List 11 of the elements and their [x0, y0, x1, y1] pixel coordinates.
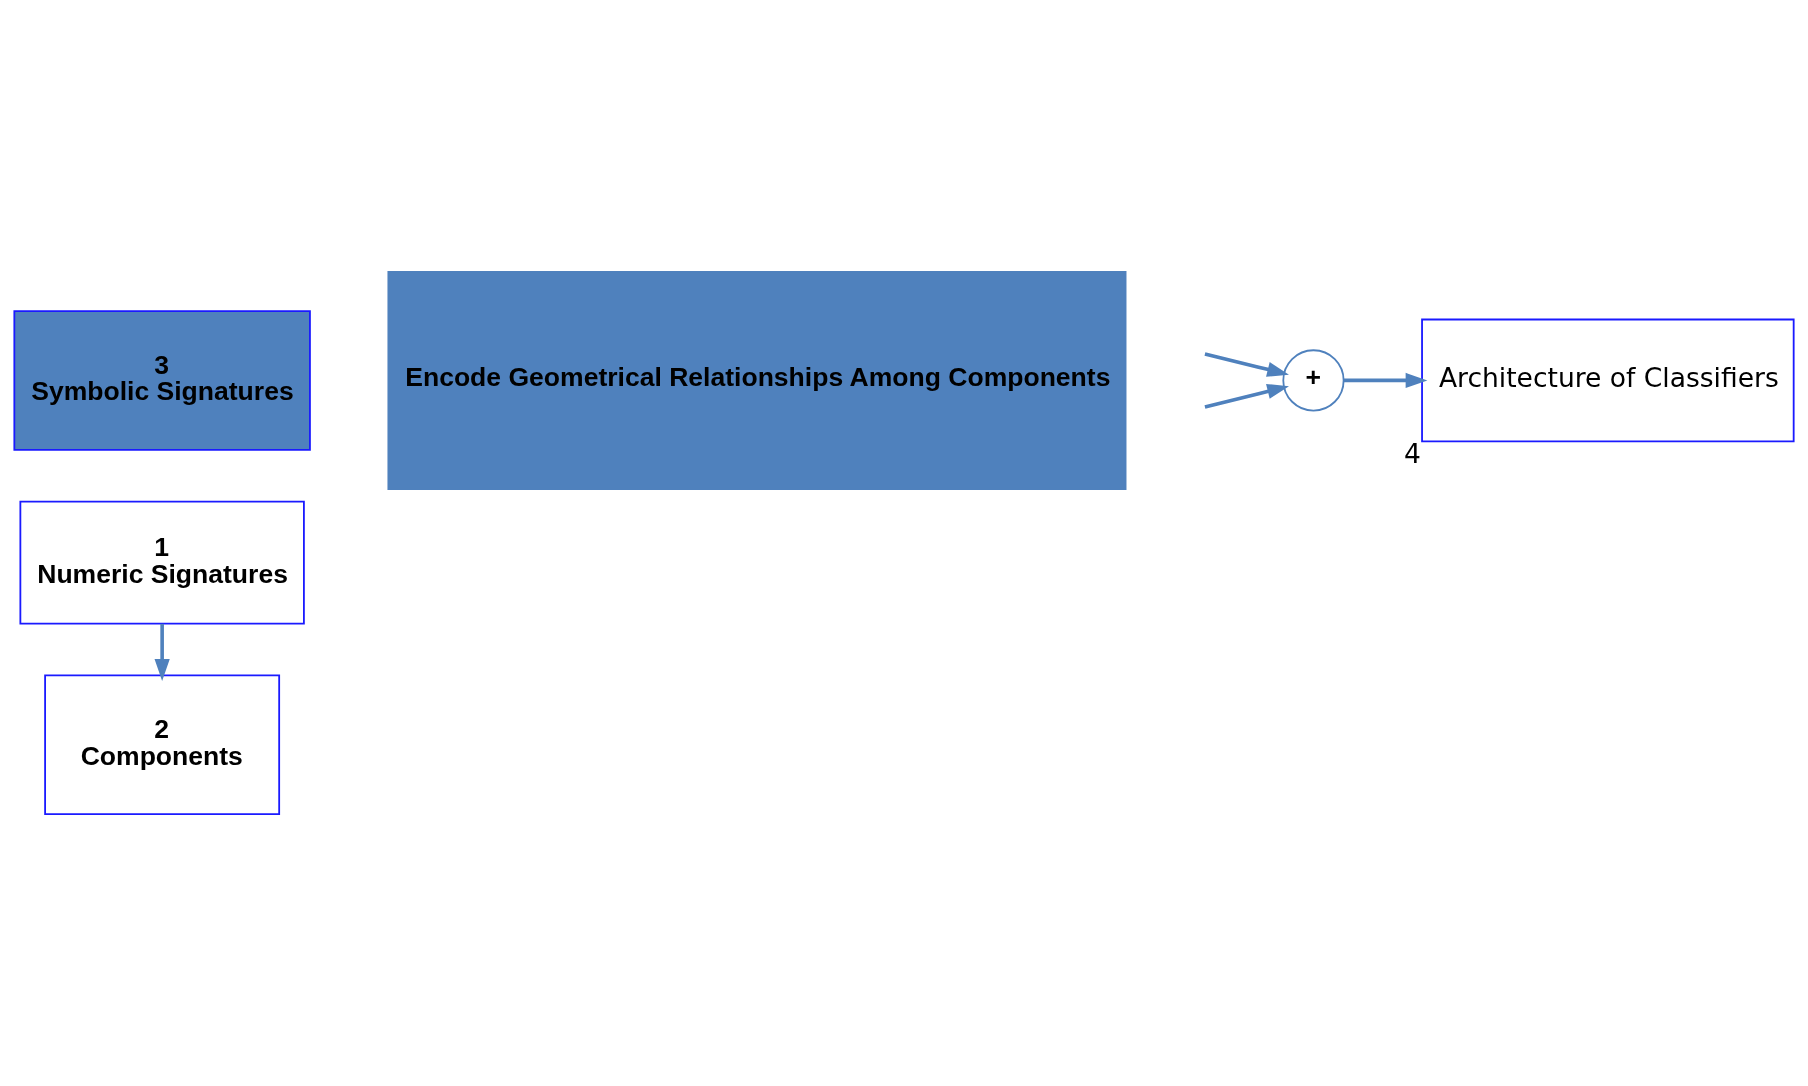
node-box: Architecture of Classifiers [1421, 318, 1795, 443]
node-box: 3 Symbolic Signatures [13, 310, 311, 451]
node-box: 2 Components [44, 674, 281, 816]
arrow [1204, 384, 1289, 409]
arrow [1343, 372, 1428, 389]
node-box: Encode Geometrical Relationships Among Components [387, 270, 1127, 490]
node-box: 1 Numeric Signatures [19, 500, 305, 625]
node-label: 4 [1403, 437, 1421, 469]
arrow [1204, 352, 1289, 377]
arrow [154, 623, 170, 681]
node-circle: + [1282, 349, 1345, 412]
